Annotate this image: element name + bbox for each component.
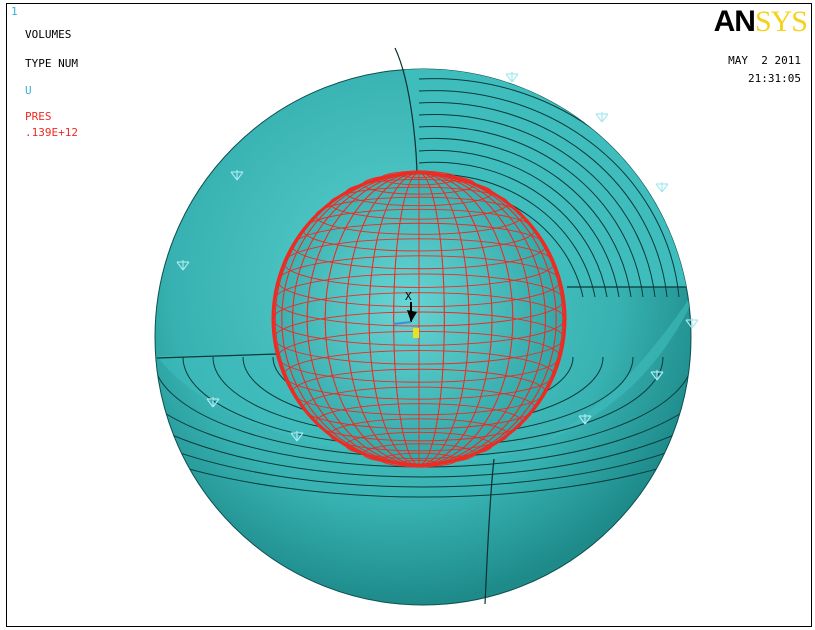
ansys-logo: ANSYS (713, 5, 808, 38)
logo-part2: SYS (754, 5, 808, 38)
displacement-constraint-icon (230, 170, 244, 181)
entity-label: VOLUMES (25, 28, 72, 41)
meridian-line (484, 458, 495, 605)
numbering-label: TYPE NUM (25, 57, 78, 70)
displacement-constraint-icon (685, 318, 699, 329)
window-number: 1 (11, 5, 18, 18)
displacement-constraint-icon (290, 431, 304, 442)
pressure-value: .139E+12 (25, 126, 78, 139)
meridian-line (394, 47, 418, 180)
triad-x-label: X (405, 290, 412, 303)
logo-part1: AN (713, 5, 756, 38)
pressure-mesh (271, 170, 567, 468)
displacement-constraint-icon (650, 370, 664, 381)
graphics-viewport[interactable]: X 1 VOLUMES TYPE NUM U PRES .139E+12 ANS… (6, 3, 812, 627)
coordinate-triad-icon: X (392, 290, 419, 338)
timestamp-date: MAY 2 2011 (728, 54, 801, 67)
displacement-bc-label: U (25, 84, 32, 97)
timestamp-time: 21:31:05 (748, 72, 801, 85)
displacement-constraint-icon (176, 260, 190, 271)
displacement-constraint-icon (655, 182, 669, 193)
model-scene[interactable]: X (7, 4, 812, 627)
displacement-constraint-icon (206, 397, 220, 408)
constraint-symbols (176, 72, 699, 442)
pressure-bc-label: PRES (25, 110, 52, 123)
displacement-constraint-icon (505, 72, 519, 83)
displacement-constraint-icon (595, 112, 609, 123)
displacement-constraint-icon (578, 414, 592, 425)
